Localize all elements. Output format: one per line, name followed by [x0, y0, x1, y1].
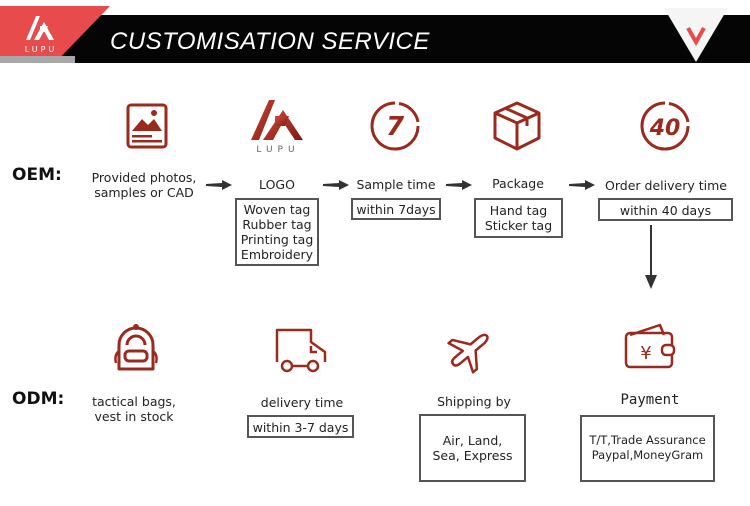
- package-icon: [493, 101, 541, 151]
- svg-text:7: 7: [386, 112, 405, 142]
- order-delivery-box: within 40 days: [598, 198, 733, 221]
- lupu-logo-icon: LUPU: [251, 100, 303, 154]
- shipping-options-box: Air, Land, Sea, Express: [419, 414, 526, 482]
- arrow-right-icon: [206, 180, 232, 190]
- svg-text:40: 40: [649, 116, 681, 141]
- shipping-option: Sea, Express: [432, 448, 513, 463]
- logo-options-box: Woven tag Rubber tag Printing tag Embroi…: [235, 198, 319, 266]
- package-option: Sticker tag: [484, 218, 553, 233]
- step-provided-photos-label: Provided photos, samples or CAD: [91, 170, 197, 200]
- package-options-box: Hand tag Sticker tag: [474, 198, 563, 238]
- arrow-right-icon: [569, 180, 595, 190]
- payment-option: Paypal,MoneyGram: [591, 448, 704, 462]
- svg-text:LUPU: LUPU: [25, 45, 58, 54]
- truck-icon: [275, 328, 327, 373]
- step-payment-title: Payment: [620, 392, 680, 408]
- payment-options-box: T/T,Trade Assurance Paypal,MoneyGram: [580, 415, 715, 482]
- shipping-option: Air, Land,: [442, 433, 503, 448]
- logo-option: Woven tag: [243, 202, 311, 217]
- forty-days-icon: 40: [640, 101, 690, 151]
- header-bar: [60, 15, 750, 63]
- image-icon: [126, 103, 168, 149]
- svg-text:¥: ¥: [640, 343, 651, 364]
- logo-option: Embroidery: [240, 247, 314, 262]
- step-package-title: Package: [492, 176, 544, 191]
- step-order-delivery-title: Order delivery time: [605, 178, 727, 193]
- oem-section-label: OEM:: [12, 165, 62, 185]
- airplane-icon: [447, 333, 489, 374]
- logo-option: Rubber tag: [242, 217, 312, 232]
- logo-option: Printing tag: [240, 232, 314, 247]
- seven-days-icon: 7: [370, 101, 420, 151]
- payment-option: T/T,Trade Assurance: [589, 433, 706, 447]
- sample-time-box: within 7days: [351, 198, 441, 220]
- package-option: Hand tag: [489, 203, 548, 218]
- arrow-right-icon: [323, 180, 349, 190]
- backpack-icon: [114, 324, 158, 371]
- header-gray-strip: [0, 56, 75, 63]
- header-v-badge-icon: [664, 8, 728, 62]
- arrow-right-icon: [446, 180, 472, 190]
- delivery-time-box: within 3-7 days: [247, 415, 354, 438]
- step-shipping-title: Shipping by: [437, 394, 511, 409]
- odm-section-label: ODM:: [12, 389, 65, 409]
- lupu-logo-icon: LUPU: [25, 16, 58, 54]
- step-logo-title: LOGO: [259, 177, 295, 192]
- step-delivery-time-title: delivery time: [260, 395, 344, 410]
- svg-text:LUPU: LUPU: [256, 145, 299, 154]
- page-title: CUSTOMISATION SERVICE: [110, 28, 430, 55]
- arrow-down-icon: [645, 225, 657, 289]
- step-tactical-bags-label: tactical bags, vest in stock: [92, 394, 176, 424]
- wallet-icon: ¥: [624, 323, 676, 369]
- step-sample-time-title: Sample time: [356, 177, 436, 192]
